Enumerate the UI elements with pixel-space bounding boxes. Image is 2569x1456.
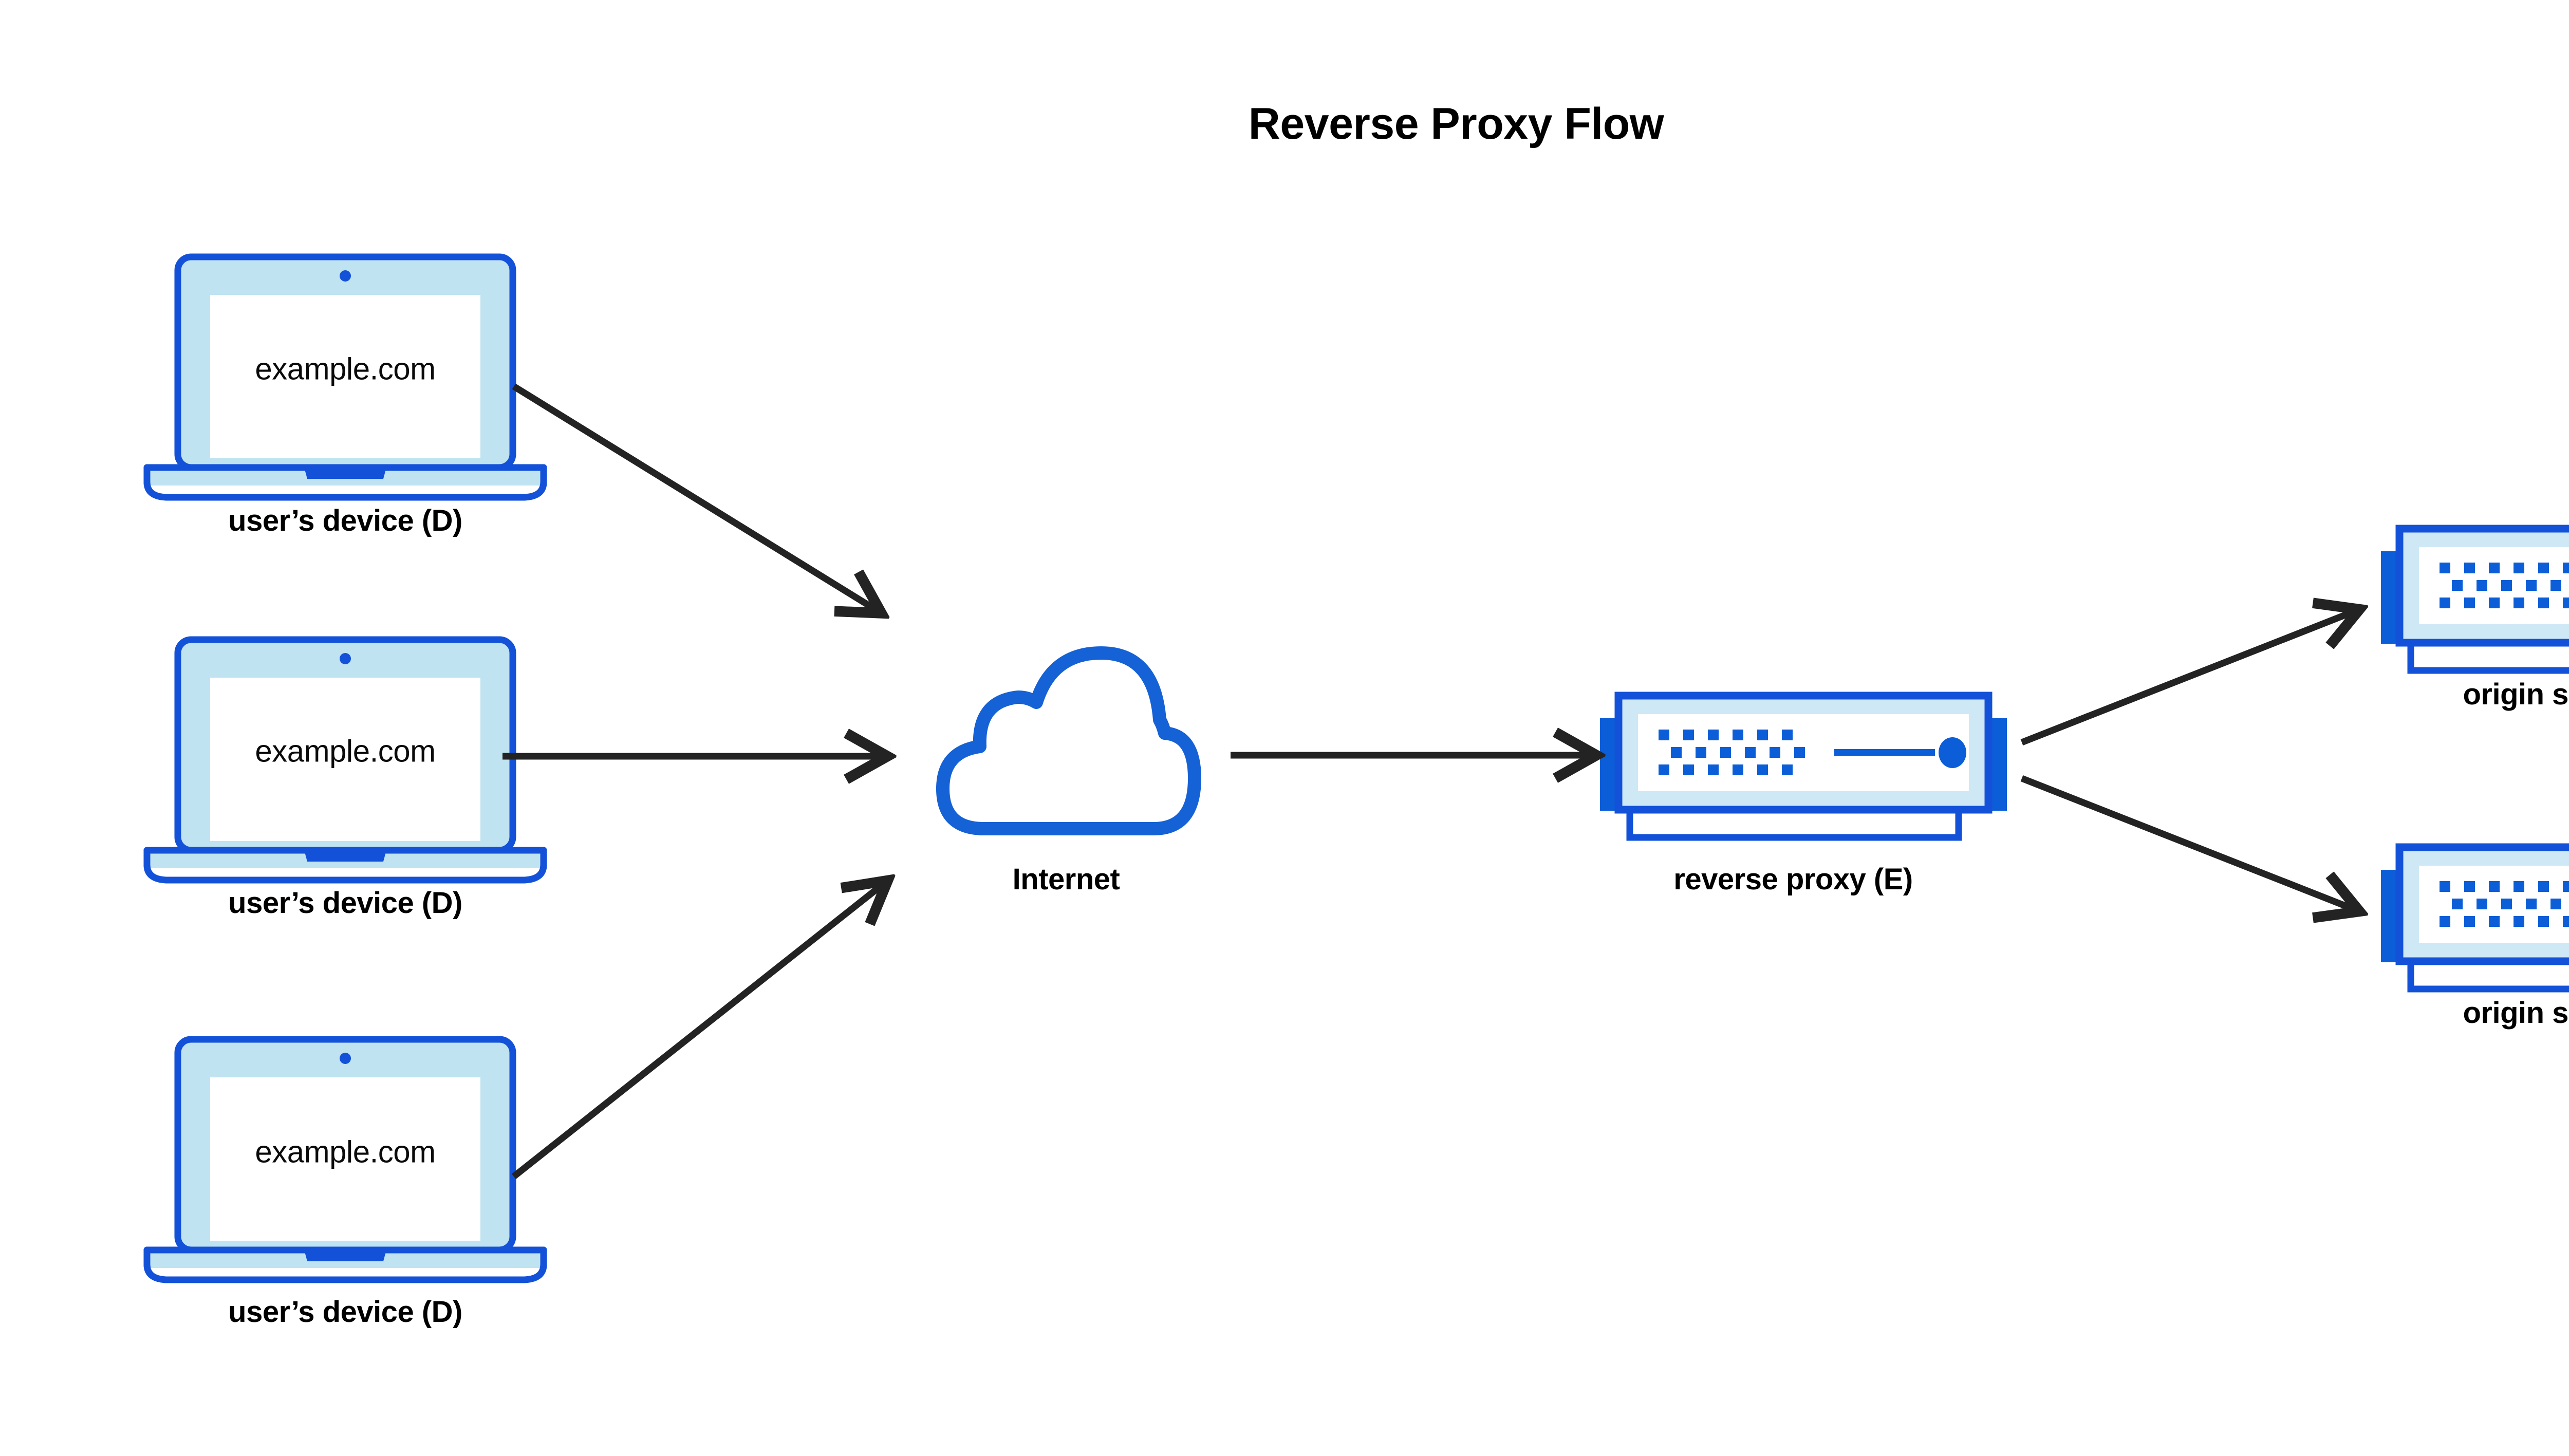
laptop-screen-text: example.com	[255, 1134, 436, 1169]
cloud-icon	[943, 653, 1195, 829]
laptop-screen-text: example.com	[255, 734, 436, 769]
server-icon	[1600, 696, 2007, 837]
label-origin-server: origin server (F)	[2463, 678, 2569, 711]
edge-proxy-origin2	[2020, 775, 2361, 912]
label-internet: Internet	[1012, 863, 1120, 896]
server-icon	[2381, 529, 2569, 670]
edge-device3-internet	[511, 880, 889, 1180]
label-user-device: user’s device (D)	[228, 886, 462, 920]
edge-device1-internet	[512, 383, 883, 614]
laptop-screen-text: example.com	[255, 351, 436, 386]
server-icon	[2381, 847, 2569, 989]
page-title: Reverse Proxy Flow	[1248, 99, 1664, 148]
label-user-device: user’s device (D)	[228, 1295, 462, 1329]
label-user-device: user’s device (D)	[228, 504, 462, 537]
edge-proxy-origin1	[2020, 609, 2361, 746]
label-origin-server: origin server (F)	[2463, 996, 2569, 1030]
label-reverse-proxy: reverse proxy (E)	[1673, 863, 1913, 896]
